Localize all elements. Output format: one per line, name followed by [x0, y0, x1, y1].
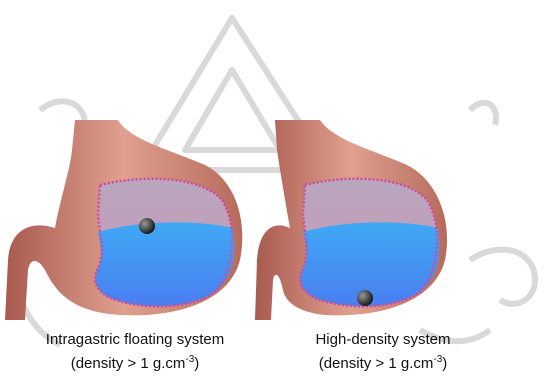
caption-density: (density > 1 g.cm-3) — [0, 350, 270, 374]
caption-density: (density > 1 g.cm-3) — [248, 350, 518, 374]
floating-pellet — [139, 218, 155, 234]
high-density-system-caption: High-density system (density > 1 g.cm-3) — [248, 330, 518, 374]
caption-title: Intragastric floating system — [0, 330, 270, 350]
gastric-lumen — [95, 179, 234, 307]
caption-title: High-density system — [248, 330, 518, 350]
high-density-system-illustration — [255, 120, 515, 320]
gastric-lumen — [300, 179, 439, 307]
floating-system-illustration — [0, 120, 260, 320]
floating-system-caption: Intragastric floating system (density > … — [0, 330, 270, 374]
sunk-pellet — [357, 290, 373, 306]
